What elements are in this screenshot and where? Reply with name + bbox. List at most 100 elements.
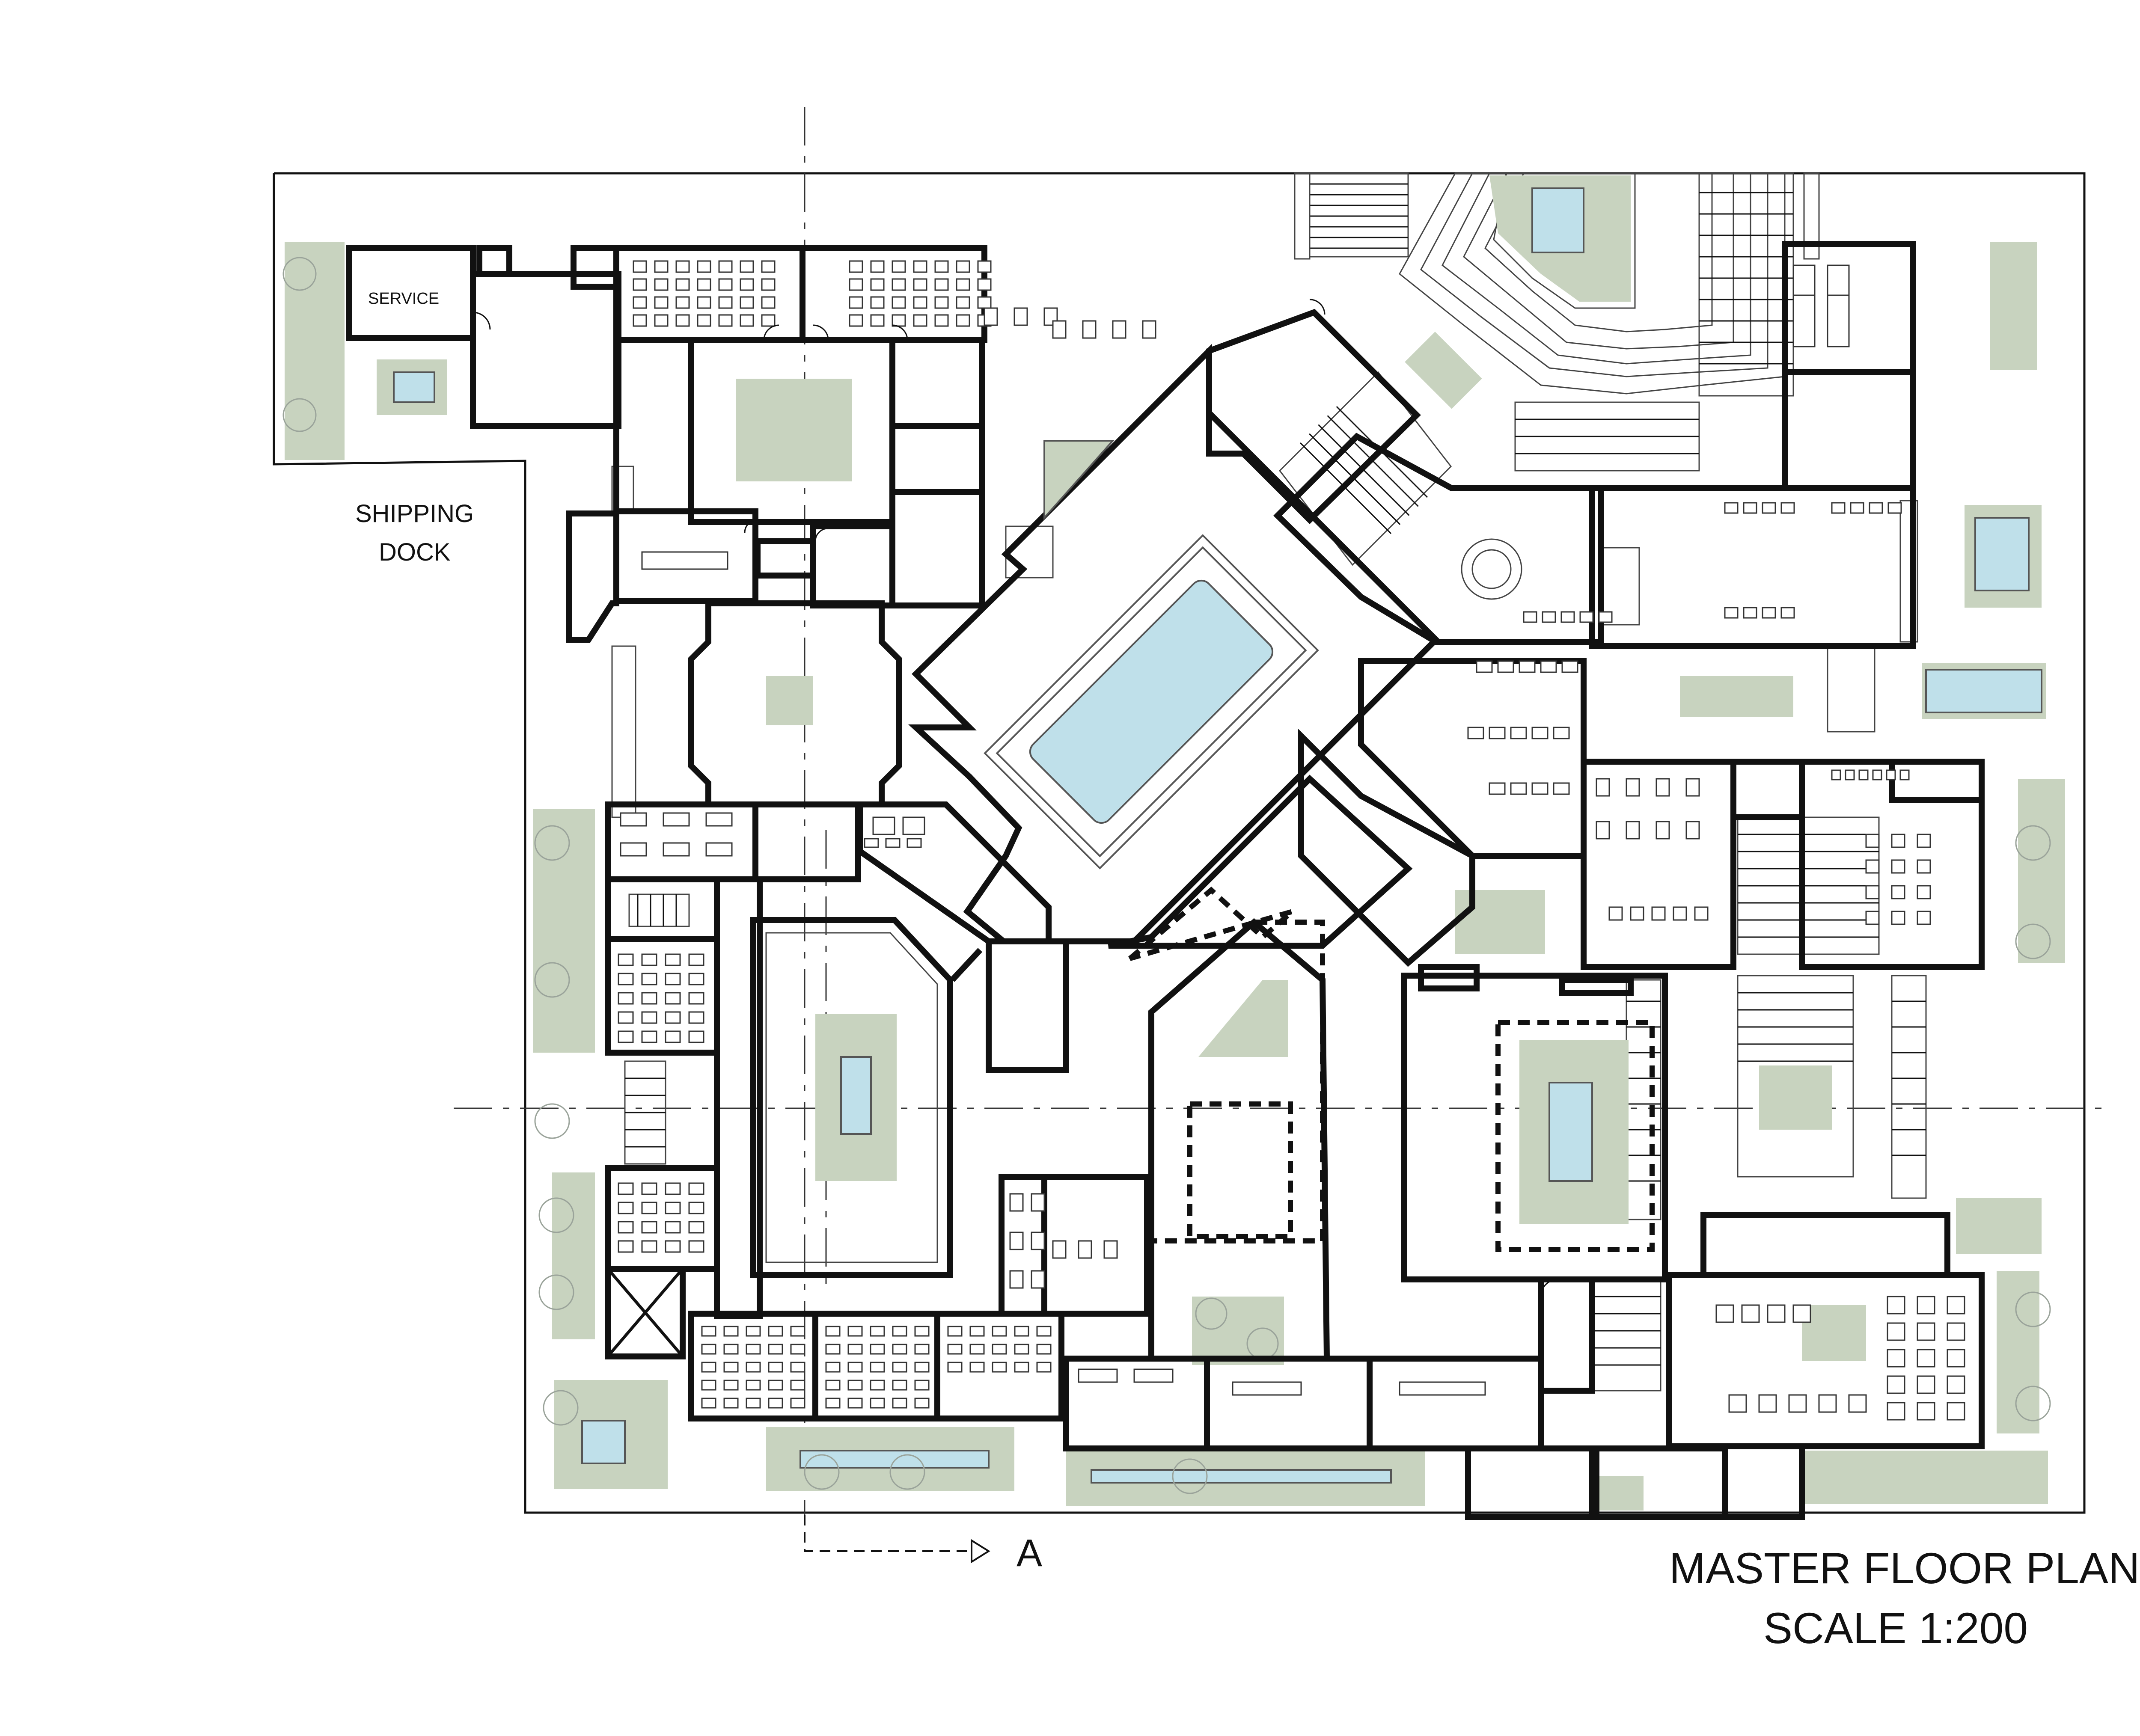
tree-icon — [282, 398, 317, 432]
chair — [1542, 611, 1556, 623]
door-swing-icon — [892, 324, 908, 341]
chair — [1560, 611, 1575, 623]
chair — [1052, 320, 1067, 339]
tree-icon — [2015, 1291, 2051, 1327]
door-swing-icon — [1309, 299, 1326, 315]
chair — [892, 1398, 907, 1409]
tree-icon — [534, 962, 570, 998]
chair — [665, 1030, 681, 1043]
chair — [870, 1398, 885, 1409]
chair — [641, 1202, 657, 1214]
chair — [723, 1326, 739, 1337]
chair — [1489, 782, 1506, 795]
chair — [723, 1380, 739, 1391]
chair — [746, 1380, 761, 1391]
chair — [1519, 660, 1536, 673]
chair — [790, 1344, 805, 1355]
chair — [1561, 660, 1578, 673]
chair — [654, 296, 669, 309]
chair — [1626, 778, 1640, 797]
chair — [913, 260, 927, 273]
chair — [1673, 906, 1687, 921]
chair — [1845, 769, 1855, 780]
chair — [956, 278, 970, 291]
door-swing-icons — [473, 299, 1558, 1297]
section-arrow-icon — [804, 1515, 974, 1552]
chair — [1724, 607, 1739, 619]
chair — [641, 1030, 657, 1043]
chair — [870, 1362, 885, 1373]
chair — [956, 296, 970, 309]
chair — [768, 1326, 783, 1337]
chair — [723, 1398, 739, 1409]
chair — [633, 314, 647, 327]
chair — [1865, 911, 1880, 925]
chair — [761, 278, 776, 291]
chair — [947, 1362, 963, 1373]
chair — [688, 1240, 704, 1253]
chair — [675, 278, 690, 291]
chair — [1743, 607, 1757, 619]
chair — [665, 1011, 681, 1024]
chair — [1887, 1402, 1905, 1421]
chair — [1887, 1322, 1905, 1341]
chair — [1078, 1240, 1092, 1259]
chair — [1792, 294, 1816, 347]
chair — [1865, 834, 1880, 848]
chair — [1724, 502, 1739, 514]
chair — [1531, 782, 1549, 795]
chair — [688, 1202, 704, 1214]
chair — [1762, 607, 1776, 619]
chair — [663, 812, 690, 827]
chair — [1510, 727, 1527, 739]
chair — [618, 1240, 634, 1253]
chair — [718, 260, 733, 273]
chair — [902, 816, 925, 835]
chair — [984, 307, 998, 326]
shipping-dock-label-line1: SHIPPING — [355, 500, 474, 528]
chair — [1596, 821, 1610, 840]
chair — [907, 838, 922, 848]
chair — [1947, 1296, 1965, 1315]
chair — [768, 1362, 783, 1373]
chair — [892, 1326, 907, 1337]
chair — [947, 1344, 963, 1355]
chair — [1869, 502, 1883, 514]
chair — [1887, 1375, 1905, 1394]
chair — [618, 1182, 634, 1195]
center-south-walls — [1063, 775, 1728, 1520]
chair — [1036, 1326, 1052, 1337]
chair — [790, 1362, 805, 1373]
chair — [768, 1398, 783, 1409]
chair — [913, 296, 927, 309]
chair — [641, 551, 728, 570]
chair — [1917, 1375, 1935, 1394]
chair — [718, 296, 733, 309]
chair — [1917, 1402, 1935, 1421]
chair — [1917, 834, 1931, 848]
chair — [688, 1030, 704, 1043]
chair — [790, 1380, 805, 1391]
chair — [641, 1221, 657, 1234]
chair — [654, 314, 669, 327]
chair — [1743, 502, 1757, 514]
chair — [1886, 769, 1896, 780]
chair — [914, 1380, 930, 1391]
chair — [1031, 1270, 1045, 1289]
chair — [1728, 1394, 1747, 1413]
chair — [1891, 834, 1905, 848]
chair — [914, 1398, 930, 1409]
chair — [1947, 1349, 1965, 1368]
chair — [1142, 320, 1156, 339]
chair — [892, 1344, 907, 1355]
chair — [1036, 1344, 1052, 1355]
chair — [1891, 911, 1905, 925]
chair — [870, 278, 885, 291]
chair — [892, 296, 906, 309]
chair — [969, 1326, 985, 1337]
chair — [790, 1326, 805, 1337]
chair — [1531, 727, 1549, 739]
chair — [992, 1344, 1007, 1355]
chair — [746, 1398, 761, 1409]
chair — [1827, 294, 1850, 347]
